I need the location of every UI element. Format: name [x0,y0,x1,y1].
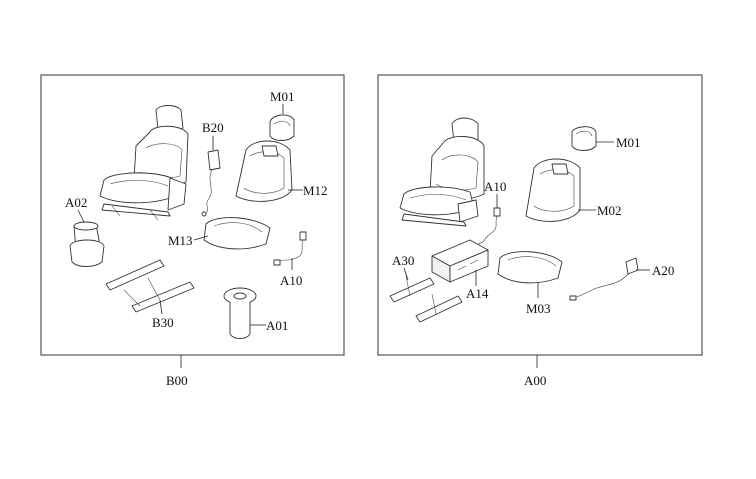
panel-left-frame [40,74,345,356]
label-A10-left: A10 [280,273,302,288]
label-M02-right: M02 [597,203,622,218]
cushion-M03-right[interactable]: M03 [497,251,563,316]
tube-A01-left[interactable]: A01 [223,287,288,339]
cushion-M13-left[interactable]: M13 [168,217,271,250]
panel-left: B00 M01 B20 [40,74,345,388]
label-B30-left: B30 [152,315,174,330]
label-M12-left: M12 [303,183,328,198]
label-M01-right: M01 [616,135,641,150]
harness-A10-right[interactable]: A10 [477,179,506,245]
harness-A20-right[interactable]: A20 [569,257,674,301]
label-A30-right: A30 [392,253,414,268]
A30-leader [403,267,409,281]
panel-left-assembly-label: B00 [166,373,188,388]
headrest-M01-left[interactable]: M01 [269,89,295,141]
panel-right: A00 M01 A10 [377,74,703,388]
label-M01-left: M01 [270,89,295,104]
label-M03-right: M03 [526,301,551,316]
A02-leader [77,209,85,223]
label-A14-right: A14 [466,286,489,301]
seat-assembly-right[interactable] [399,117,485,227]
label-M13-left: M13 [168,233,193,248]
rails-B30-left[interactable]: B30 [105,259,195,330]
panel-right-assembly-label: A00 [524,373,546,388]
label-B20-left: B20 [202,120,224,135]
seatback-M12-left[interactable]: M12 [235,140,328,202]
label-A20-right: A20 [652,263,674,278]
label-A10-right: A10 [484,179,506,194]
label-A01-left: A01 [266,318,288,333]
control-box-A14-right[interactable]: A14 [431,239,489,301]
cap-A02-left[interactable]: A02 [65,195,105,267]
M13-leader [193,235,209,241]
module-B20-left[interactable]: B20 [201,120,224,217]
harness-A10-left[interactable]: A10 [273,231,307,288]
seat-assembly-left[interactable] [99,105,189,221]
label-A02-left: A02 [65,195,87,210]
panel-right-frame [377,74,703,356]
rails-A30-right[interactable]: A30 [389,253,463,323]
seatback-M02-right[interactable]: M02 [525,158,622,222]
B30-leader [159,299,163,315]
headrest-M01-right[interactable]: M01 [571,126,641,151]
